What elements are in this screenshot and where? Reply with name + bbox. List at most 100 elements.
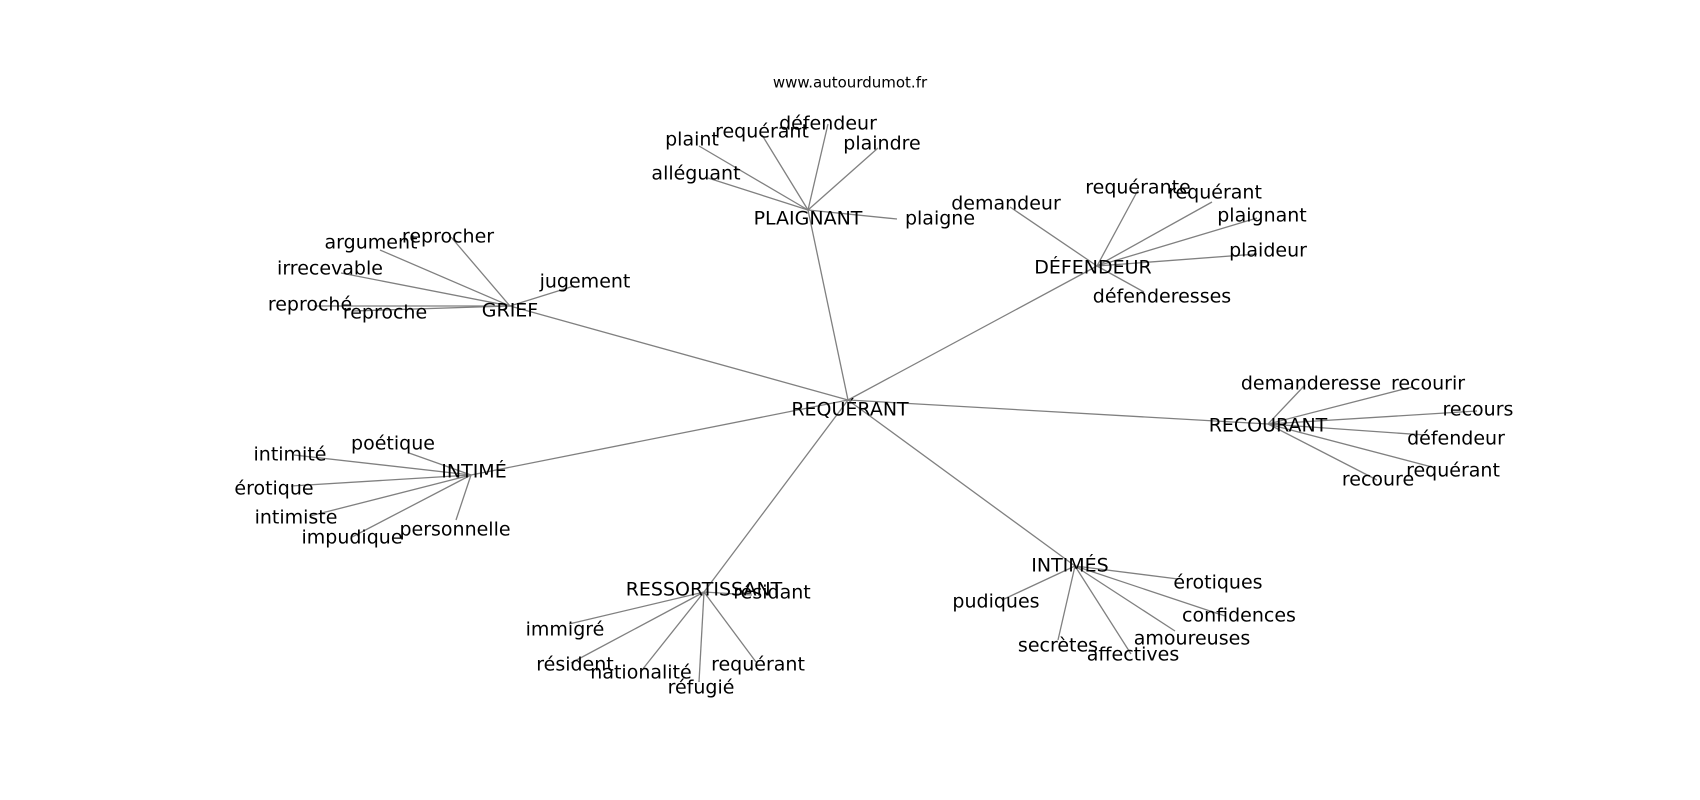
leaf-node: plaindre	[843, 133, 920, 155]
leaf-node: argument	[325, 232, 418, 254]
center-hub-edge	[847, 399, 1076, 567]
hub-leaf-edge	[1267, 386, 1413, 425]
hub-node: RESSORTISSANT	[626, 579, 783, 601]
leaf-node: personnelle	[399, 519, 510, 541]
hub-node: INTIMÉ	[441, 460, 506, 483]
hub-leaf-edge	[1096, 201, 1213, 267]
hub-leaf-edge	[1074, 565, 1226, 617]
hub-leaf-edge	[568, 591, 705, 625]
leaf-node: secrètes	[1018, 635, 1098, 657]
leaf-node: plaignant	[1217, 205, 1307, 227]
source-credit: www.autourdumot.fr	[773, 74, 928, 92]
leaf-node: nationalité	[590, 662, 691, 684]
hub-leaf-edge	[703, 591, 757, 663]
hub-leaf-edge	[455, 474, 472, 521]
leaf-node: demandeur	[951, 193, 1061, 215]
hub-leaf-edge	[1096, 217, 1258, 267]
hub-leaf-edge	[807, 147, 879, 211]
hub-leaf-edge	[1074, 565, 1132, 655]
center-hub-edge	[847, 399, 1269, 425]
leaf-node: résidant	[733, 582, 810, 604]
hub-leaf-edge	[1001, 565, 1076, 601]
hub-leaf-edge	[707, 177, 809, 211]
graph-edges	[290, 123, 1478, 683]
hub-leaf-edge	[1267, 423, 1433, 468]
hub-leaf-edge	[761, 134, 809, 211]
leaf-node: demanderesse	[1241, 373, 1381, 395]
leaf-node: impudique	[301, 527, 402, 549]
leaf-node: requérant	[715, 121, 809, 143]
hub-leaf-edge	[641, 591, 705, 671]
leaf-node: reproche	[343, 302, 427, 324]
leaf-node: érotique	[234, 478, 313, 500]
center-hub-edge	[847, 265, 1098, 401]
leaf-node: résident	[536, 654, 614, 676]
hub-leaf-edge	[1267, 384, 1306, 425]
leaf-node: intimité	[254, 444, 327, 466]
center-hub-edge	[470, 399, 849, 476]
center-hub-edge	[807, 209, 849, 401]
leaf-node: confidences	[1182, 605, 1296, 627]
hub-leaf-edge	[1267, 423, 1378, 481]
hub-leaf-edge	[1009, 206, 1098, 267]
leaf-node: amoureuses	[1134, 628, 1250, 650]
center-node: REQUÉRANT	[791, 398, 909, 421]
leaf-node: plaigne	[905, 208, 975, 230]
hub-leaf-edge	[1096, 253, 1258, 267]
leaf-node: jugement	[539, 271, 631, 293]
leaf-node: pudiques	[952, 591, 1039, 613]
hub-node: INTIMÉS	[1031, 554, 1108, 577]
leaf-node: recours	[1443, 399, 1514, 421]
leaf-node: recourir	[1391, 373, 1465, 395]
hub-leaf-edge	[807, 209, 898, 220]
hub-leaf-edge	[1057, 565, 1076, 641]
hub-leaf-edge	[1096, 265, 1145, 293]
hub-leaf-edge	[509, 285, 575, 307]
hub-leaf-edge	[1096, 189, 1139, 267]
leaf-node: poétique	[351, 433, 435, 455]
hub-leaf-edge	[379, 249, 511, 307]
center-hub-edge	[509, 305, 849, 401]
hub-leaf-edge	[1267, 423, 1426, 436]
leaf-node: plaint	[665, 129, 719, 151]
hub-leaf-edge	[351, 474, 472, 538]
center-hub-edge	[703, 399, 849, 593]
leaf-node: reproché	[268, 294, 352, 316]
hub-node: GRIEF	[482, 300, 538, 322]
leaf-node: irrecevable	[277, 258, 383, 280]
leaf-node: défendeur	[1407, 428, 1505, 450]
leaf-node: plaideur	[1229, 240, 1307, 262]
leaf-node: défenderesses	[1093, 286, 1231, 308]
leaf-node: alléguant	[651, 163, 740, 185]
hub-leaf-edge	[1074, 565, 1179, 580]
leaf-node: requérante	[1085, 177, 1191, 199]
leaf-node: intimiste	[255, 507, 338, 529]
hub-leaf-edge	[351, 305, 511, 312]
hub-leaf-edge	[309, 474, 472, 517]
graph-labels: www.autourdumot.fr REQUÉRANTPLAIGNANTpla…	[234, 74, 1513, 699]
hub-leaf-edge	[570, 591, 705, 664]
leaf-node: affectives	[1087, 644, 1179, 666]
leaf-node: immigré	[526, 619, 605, 641]
hub-leaf-edge	[1074, 565, 1176, 632]
hub-leaf-edge	[698, 145, 809, 211]
hub-leaf-edge	[450, 236, 511, 307]
hub-leaf-edge	[1267, 410, 1478, 425]
hub-leaf-edge	[290, 474, 472, 487]
leaf-node: requérant	[1406, 460, 1500, 482]
leaf-node: requérant	[711, 654, 805, 676]
hub-node: RECOURANT	[1209, 415, 1328, 437]
hub-leaf-edge	[340, 272, 511, 307]
hub-leaf-edge	[807, 123, 829, 211]
hub-leaf-edge	[408, 452, 472, 476]
hub-node: DÉFENDEUR	[1034, 256, 1152, 279]
leaf-node: réfugié	[668, 677, 735, 699]
hub-leaf-edge	[703, 591, 753, 596]
leaf-node: défendeur	[779, 113, 877, 135]
leaf-node: érotiques	[1173, 572, 1262, 594]
leaf-node: reprocher	[402, 226, 494, 248]
hub-leaf-edge	[698, 591, 705, 683]
hub-leaf-edge	[293, 454, 472, 476]
leaf-node: requérant	[1168, 182, 1262, 204]
